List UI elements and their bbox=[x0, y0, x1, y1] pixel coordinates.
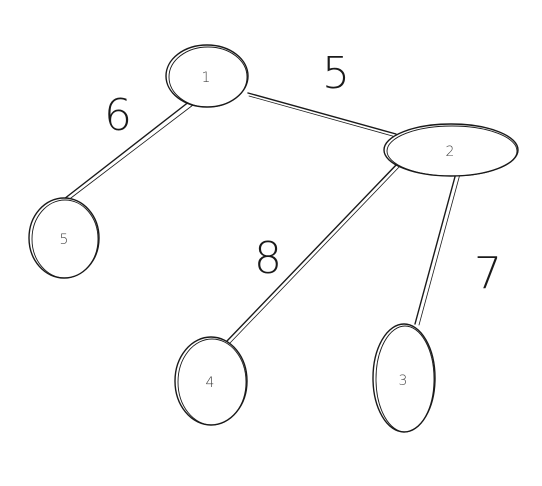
edge-2-4 bbox=[226, 162, 402, 344]
weight-label-1-2: 5 bbox=[322, 48, 350, 99]
node-3: 3 bbox=[372, 323, 436, 433]
edge-1-2 bbox=[247, 92, 397, 138]
edge-weights: 5 6 8 7 bbox=[104, 48, 502, 299]
node-1: 1 bbox=[165, 44, 249, 108]
node-label: 3 bbox=[399, 373, 408, 389]
nodes: 1 2 5 4 3 bbox=[28, 44, 519, 433]
node-5: 5 bbox=[28, 197, 100, 279]
weight-label-2-4: 8 bbox=[254, 233, 282, 284]
edges bbox=[63, 92, 461, 344]
weight-label-1-5: 6 bbox=[104, 90, 132, 141]
node-label: 5 bbox=[60, 232, 69, 248]
edge-2-3 bbox=[414, 172, 461, 326]
node-4: 4 bbox=[174, 336, 248, 426]
node-label: 4 bbox=[206, 375, 215, 391]
node-2: 2 bbox=[383, 123, 519, 177]
node-label: 2 bbox=[446, 144, 455, 160]
edge-1-5 bbox=[63, 100, 194, 202]
weight-label-2-3: 7 bbox=[474, 248, 502, 299]
node-label: 1 bbox=[202, 70, 211, 86]
